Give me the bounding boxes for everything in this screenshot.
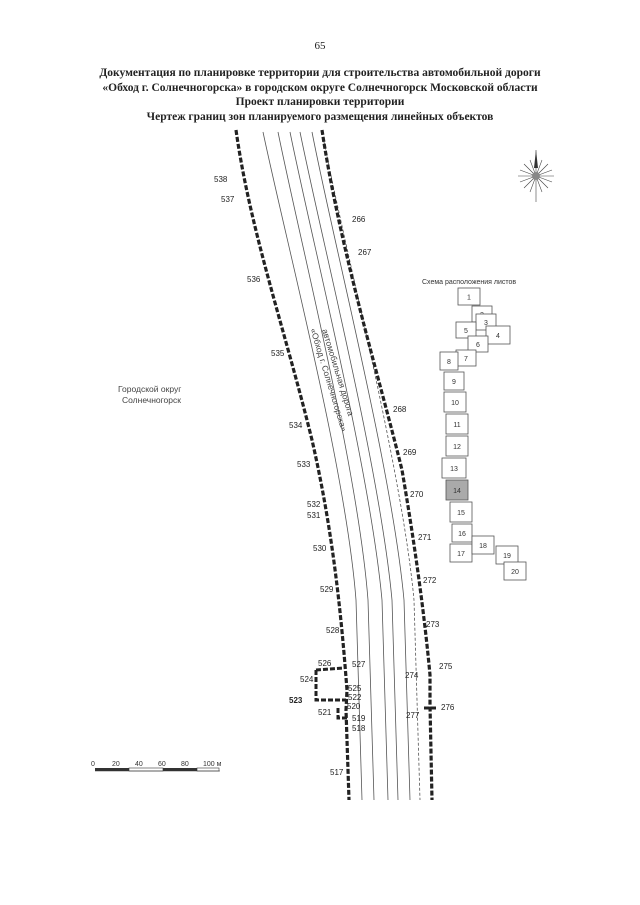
district-label: Солнечногорск [122, 395, 181, 405]
sheet-box [455, 321, 477, 339]
sheet-number: 14 [453, 488, 461, 495]
sheet-box [445, 413, 469, 435]
sheet-number: 13 [450, 466, 458, 473]
point-label: 272 [423, 576, 437, 585]
sheet-number: 6 [476, 342, 480, 349]
scale-bar: 0 20 40 60 80 100 м [91, 761, 222, 772]
scale-tick: 60 [158, 761, 166, 768]
sheet-box [467, 335, 489, 353]
point-label: 528 [326, 626, 340, 635]
sheet-box [445, 479, 469, 501]
sheet-box [443, 371, 465, 391]
title-line: Документация по планировке территории дл… [99, 67, 541, 79]
point-label: 519 [352, 714, 366, 723]
sheet-box [439, 351, 459, 371]
title-line: Чертеж границ зон планируемого размещени… [146, 110, 494, 123]
scale-tick: 0 [91, 761, 95, 768]
point-label: 269 [403, 448, 417, 457]
sheet-number: 3 [484, 320, 488, 327]
sheet-number: 15 [457, 510, 465, 517]
point-label: 266 [352, 215, 366, 224]
road-lines [262, 131, 421, 801]
sheet-box [503, 561, 527, 581]
sheet-box [471, 535, 495, 555]
point-label: 517 [330, 768, 344, 777]
point-label: 538 [214, 175, 228, 184]
sheet-number: 10 [451, 400, 459, 407]
sheet-scheme-title: Схема расположения листов [422, 279, 516, 286]
point-label: 267 [358, 248, 372, 257]
scale-tick: 80 [181, 761, 189, 768]
point-label: 534 [289, 421, 303, 430]
right-zone-boundary [320, 129, 434, 801]
point-label: 270 [410, 490, 424, 499]
sheet-number: 8 [447, 359, 451, 366]
sheet-number: 16 [458, 531, 466, 538]
point-label: 529 [320, 585, 334, 594]
left-zone-boundary [234, 129, 351, 801]
point-label: 535 [271, 349, 285, 358]
point-label: 532 [307, 500, 321, 509]
point-label: 524 [300, 675, 314, 684]
sheet-number: 19 [503, 553, 511, 560]
scale-tick: 40 [135, 761, 143, 768]
sheet-number: 17 [457, 551, 465, 558]
point-label: 274 [405, 671, 419, 680]
sheet-box [441, 457, 467, 479]
point-label: 276 [441, 703, 455, 712]
point-label: 533 [297, 460, 311, 469]
sheet-number: 11 [453, 422, 460, 429]
sheet-number: 12 [453, 444, 461, 451]
point-label: 273 [426, 620, 440, 629]
sheet-number: 9 [452, 379, 456, 386]
point-label: 530 [313, 544, 327, 553]
point-label: 518 [352, 724, 366, 733]
title-line: «Обход г. Солнечногорска» в городском ок… [102, 81, 538, 94]
document-title: Документация по планировке территории дл… [0, 66, 640, 124]
sheet-box [451, 523, 473, 543]
sheet-box [445, 435, 469, 457]
point-label: 531 [307, 511, 321, 520]
point-label: 527 [352, 660, 366, 669]
point-label: 525 [348, 684, 362, 693]
point-label: 537 [221, 195, 235, 204]
district-label: Городской округ [118, 384, 181, 394]
point-label: 523 [289, 696, 303, 705]
point-label: 277 [406, 711, 420, 720]
sheet-scheme: 1234567891011121314151617181920 [439, 287, 527, 581]
scale-tick: 20 [112, 761, 120, 768]
sheet-number: 1 [467, 295, 471, 302]
sheet-number: 5 [464, 328, 468, 335]
point-label: 520 [347, 702, 361, 711]
sheet-number: 20 [511, 569, 519, 576]
scale-tick: 100 м [203, 761, 222, 768]
right-point-labels: 266 267 268 269 270 271 272 273 274 275 … [352, 215, 455, 720]
point-label: 271 [418, 533, 432, 542]
north-arrow-icon [518, 150, 554, 202]
sheet-box [485, 325, 511, 345]
sheet-number: 7 [464, 356, 468, 363]
point-label: 526 [318, 659, 332, 668]
point-label: 521 [318, 708, 332, 717]
point-label: 522 [348, 693, 362, 702]
point-label: 275 [439, 662, 453, 671]
boundary-notch [314, 666, 436, 720]
sheet-number: 18 [479, 543, 487, 550]
point-label: 536 [247, 275, 261, 284]
left-point-labels: 538 537 536 535 534 533 532 531 530 529 … [214, 175, 366, 777]
sheet-number: 4 [496, 333, 500, 340]
point-label: 268 [393, 405, 407, 414]
sheet-box [457, 287, 481, 306]
sheet-box [449, 501, 473, 523]
title-line: Проект планировки территории [235, 96, 405, 108]
page-number: 65 [314, 40, 326, 52]
sheet-box [443, 391, 467, 413]
